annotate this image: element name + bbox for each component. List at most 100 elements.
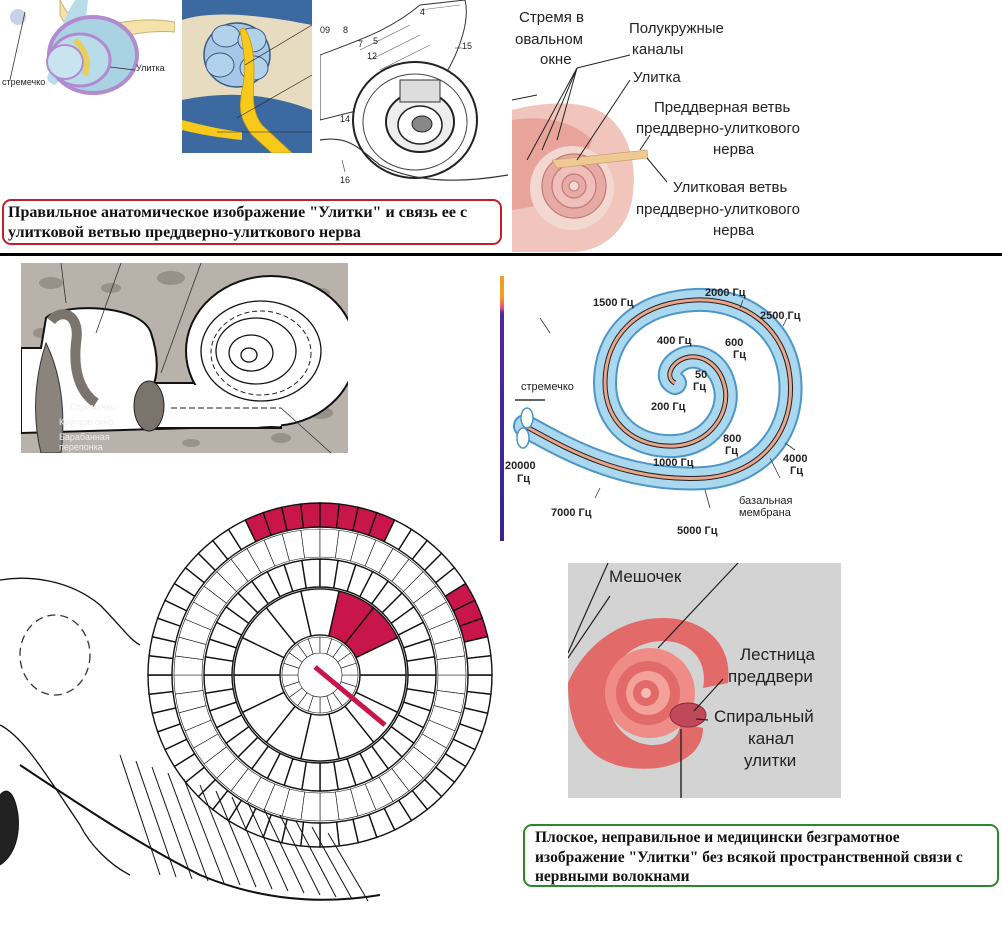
tail-segment-line: [199, 784, 241, 886]
label-spiral-line3: улитки: [744, 751, 797, 770]
cochlea-nerve-diagram: Стремя в овальном окне Полукружные канал…: [512, 0, 852, 252]
label-16: 16: [340, 175, 351, 185]
spiral-segment: [319, 791, 340, 822]
highlight-nerve-line: [313, 665, 387, 727]
spiral-segment: [436, 655, 467, 676]
inner-ear-illustration: стремечко Улитка: [0, 0, 175, 118]
label-cochlear-line3: нерва: [713, 222, 755, 239]
label-spiral-line2: канал: [748, 729, 795, 748]
freq-2500: 2500 Гц: [760, 310, 801, 322]
freq-5000: 5000 Гц: [677, 525, 718, 537]
label-cochlear-line2: преддверно-улиткового: [636, 201, 800, 218]
label-stapes: стремечко: [521, 381, 574, 393]
label-stapes: стремечко: [2, 77, 46, 87]
label-spiral-line1: Спиральный: [714, 707, 814, 726]
spiral-segment: [299, 502, 321, 529]
label-15: 15: [462, 41, 473, 51]
label-vestibular-line3: нерва: [713, 141, 755, 158]
tail-segment-line: [215, 790, 257, 888]
freq-600-unit: Гц: [733, 349, 746, 361]
freq-800-unit: Гц: [725, 445, 738, 457]
membrane-line1: базальная: [739, 495, 793, 507]
label-12: 12: [367, 51, 378, 61]
freq-200: 200 Гц: [651, 401, 686, 413]
freq-4000-unit: Гц: [790, 465, 803, 477]
tail-segment-line: [279, 814, 321, 896]
freq-400: 400 Гц: [657, 335, 692, 347]
tail-segment-line: [327, 832, 369, 902]
label-8: 8: [343, 25, 349, 35]
cochlea-frequency-map: стремечко 50 Гц 200 Гц 400 Гц 600 Гц 800…: [505, 278, 830, 540]
tail-segment-line: [183, 778, 225, 884]
label-saccule: Мешочек: [609, 567, 682, 586]
flat-cochlea-diagram: [0, 495, 540, 910]
vertical-accent-bar: [500, 276, 504, 541]
label-stapes: Стремечко: [70, 402, 116, 412]
cochlear-nerve-drawing: [182, 0, 312, 153]
label-stapes-line1: Стремя в: [519, 9, 584, 26]
tail-segment-line: [295, 820, 337, 898]
label-canals-line1: Полукружные: [629, 20, 724, 37]
label-vestibular-line1: Преддверная ветвь: [654, 99, 791, 116]
freq-50-value: 50: [695, 369, 708, 381]
tail-segment-line: [135, 760, 177, 878]
tail-segment-line: [263, 808, 305, 894]
spiral-segment: [355, 636, 407, 676]
freq-4000-value: 4000: [783, 453, 808, 465]
membrane-line2: мембрана: [739, 507, 791, 519]
spiral-segment: [466, 654, 493, 676]
label-stapes-line3: окне: [540, 51, 572, 68]
label-tympanic-line2: перепонка: [59, 442, 103, 452]
freq-20000-value: 20000: [505, 460, 536, 472]
cochlea-sketch: [320, 0, 508, 181]
label-cochlea: Улитка: [633, 69, 681, 86]
freq-800-value: 800: [723, 433, 742, 445]
cochlea-line-drawing: 09 8 7 5 4 12 15 14 16: [320, 0, 508, 192]
label-4: 4: [420, 7, 426, 17]
freq-20000-unit: Гц: [517, 473, 530, 485]
tail-segment-line: [151, 766, 193, 880]
label-14: 14: [340, 114, 351, 124]
tail-segment-line: [247, 802, 289, 892]
freq-7000: 7000 Гц: [551, 507, 592, 519]
flat-spiral-drawing: [0, 502, 493, 902]
tail-segment-line: [167, 772, 209, 882]
freq-2000: 2000 Гц: [705, 287, 746, 299]
red-cochlea-drawing: [568, 563, 841, 798]
tail-segment-line: [231, 796, 273, 890]
label-cochlea: Улитка: [136, 63, 165, 73]
spiral-segment: [406, 656, 437, 676]
label-canals-line2: каналы: [632, 41, 684, 58]
label-stapes-line2: овальном: [515, 31, 583, 48]
cochlea-flow-schematic: Стремечко Круглое окно Барабанная перепо…: [21, 263, 348, 453]
label-09: 09: [320, 25, 331, 35]
label-round-window: Круглое окно: [59, 417, 114, 427]
label-tympanic-line1: Барабанная: [59, 432, 110, 442]
label-scala-line2: преддвери: [728, 667, 813, 686]
caption-incorrect: Плоское, неправильное и медицински безгр…: [523, 824, 999, 887]
spiral-segment: [173, 674, 204, 695]
tail-segment-line: [119, 754, 161, 876]
flow-schematic-drawing: [21, 263, 348, 453]
freq-1000: 1000 Гц: [653, 457, 694, 469]
freq-600-value: 600: [725, 337, 744, 349]
caption-correct: Правильное анатомическое изображение "Ул…: [2, 199, 502, 245]
inner-ear-drawing: [9, 0, 175, 95]
spiral-segment: [300, 528, 321, 559]
cochlear-nerve-illustration: [182, 0, 312, 153]
spiral-segment: [319, 821, 341, 848]
red-cochlea-illustration: Мешочек Лестница преддвери Спиральный ка…: [568, 563, 841, 798]
label-5: 5: [373, 36, 379, 46]
label-cochlear-line1: Улитковая ветвь: [673, 179, 788, 196]
label-vestibular-line2: преддверно-улиткового: [636, 120, 800, 137]
spiral-segment: [147, 674, 174, 696]
label-7: 7: [358, 39, 364, 49]
tail-segment-line: [311, 826, 353, 900]
label-scala-line1: Лестница: [740, 645, 815, 664]
spiral-segment: [340, 662, 359, 676]
freq-1500: 1500 Гц: [593, 297, 634, 309]
section-divider: [0, 253, 1002, 256]
frequency-spiral-drawing: [513, 287, 803, 509]
freq-50-unit: Гц: [693, 381, 706, 393]
pink-cochlea-drawing: [512, 54, 668, 252]
